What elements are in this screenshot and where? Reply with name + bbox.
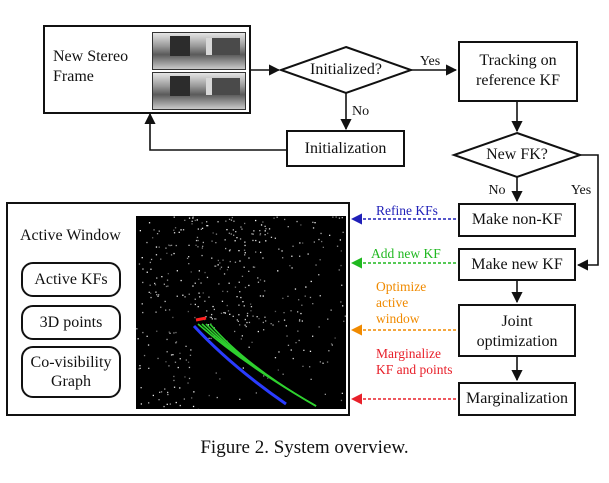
- new-fk-label: New FK?: [486, 146, 548, 163]
- edge-initialization-to-frame: [144, 112, 286, 151]
- active-window-title: Active Window: [20, 227, 121, 244]
- marginalization-label: Marginalization: [466, 390, 568, 407]
- annotation-optimize: Optimize active window: [376, 279, 427, 326]
- figure-caption: Figure 2. System overview.: [200, 437, 409, 458]
- joint-optimization-label: Joint optimization: [476, 313, 558, 350]
- annotation-refine: Refine KFs: [376, 203, 438, 218]
- make-new-kf-label: Make new KF: [471, 256, 563, 273]
- annotation-add: Add new KF: [371, 246, 441, 261]
- initialized-label: Initialized?: [310, 61, 382, 78]
- active-window-item-covisibility: Co-visibility Graph: [21, 346, 121, 398]
- joint-optimization-box: Joint optimization: [458, 304, 576, 357]
- new-stereo-frame-box: New Stereo Frame: [43, 25, 251, 114]
- stereo-image-right: [152, 72, 246, 110]
- initialization-label: Initialization: [304, 140, 387, 157]
- make-new-kf-box: Make new KF: [458, 248, 576, 281]
- point-cloud-image: [136, 216, 346, 409]
- stereo-image-left: [152, 32, 246, 70]
- marginalization-box: Marginalization: [458, 382, 576, 416]
- initialization-box: Initialization: [286, 130, 405, 167]
- edge-label-yes-new-fk: Yes: [570, 183, 592, 198]
- covisibility-label: Co-visibility Graph: [30, 354, 112, 390]
- make-non-kf-label: Make non-KF: [471, 211, 563, 228]
- edge-label-no-new-fk: No: [488, 183, 506, 198]
- tracking-box: Tracking on reference KF: [458, 41, 578, 102]
- active-window-item-active-kfs: Active KFs: [21, 262, 121, 297]
- tracking-label: Tracking on reference KF: [476, 52, 560, 89]
- make-non-kf-box: Make non-KF: [458, 203, 576, 237]
- edge-yes-to-newkf: [576, 154, 599, 271]
- edge-label-yes-initialized: Yes: [419, 54, 441, 69]
- edge-label-no-initialized: No: [352, 104, 370, 119]
- annotation-marginalize: Marginalize KF and points: [376, 346, 453, 377]
- active-window-item-3d-points: 3D points: [21, 305, 121, 340]
- new-stereo-frame-label: New Stereo Frame: [53, 48, 129, 85]
